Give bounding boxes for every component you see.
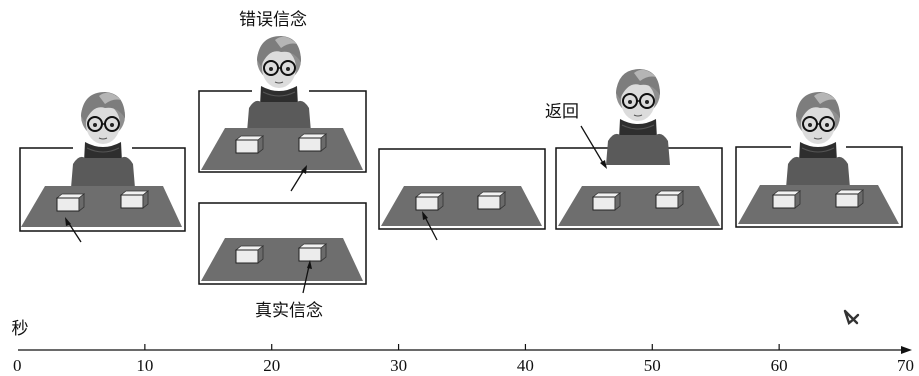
axis-tick-label: 30 (390, 356, 407, 375)
table (558, 186, 720, 226)
pointer-arrow-icon (65, 217, 82, 243)
person-icon (605, 68, 671, 166)
pointer-arrow-icon (580, 125, 607, 169)
scene-3-frame (378, 148, 546, 230)
pointer-arrow-icon (422, 211, 438, 241)
person-icon (70, 91, 136, 189)
scene-2-true-belief: 真实信念 (198, 202, 367, 321)
table (21, 186, 182, 227)
scene-5-frame (735, 146, 903, 228)
axis-tick-label: 10 (136, 356, 153, 375)
box-icon (655, 190, 684, 209)
scene-4-return: 返回 (545, 68, 723, 230)
box-icon (415, 192, 444, 211)
box-icon (835, 189, 864, 208)
axis-tick-label: 0 (13, 356, 22, 375)
pointer-arrow-icon (290, 165, 307, 192)
axis-unit-label: 秒 (12, 319, 29, 339)
axis-tick-label: 50 (644, 356, 661, 375)
table (738, 185, 899, 224)
table (201, 128, 363, 170)
false-belief-label: 错误信念 (239, 9, 307, 30)
table (201, 238, 363, 281)
scene-3 (378, 148, 546, 241)
eye-marker-icon (843, 309, 860, 325)
box-icon (56, 193, 85, 212)
axis-tick-label: 40 (517, 356, 534, 375)
scene-2-false-belief: 错误信念 (198, 9, 367, 192)
scene-1-frame (19, 147, 186, 232)
axis-arrow (901, 346, 912, 354)
box-icon (477, 191, 506, 210)
return-label: 返回 (545, 102, 579, 122)
axis-tick-label: 20 (263, 356, 280, 375)
axis-tick-label: 70 (897, 356, 914, 375)
box-icon (298, 133, 327, 152)
pointer-arrow-icon (302, 260, 312, 294)
timeline-axis: 秒 0 10 20 30 40 50 60 70 (12, 319, 915, 375)
true-belief-label: 真实信念 (255, 300, 323, 321)
box-icon (235, 245, 264, 264)
scene-1 (19, 91, 186, 243)
box-icon (235, 135, 264, 154)
scene-4-frame (555, 147, 723, 230)
scene-5 (735, 91, 903, 228)
person-icon (785, 91, 851, 189)
person-icon (246, 35, 312, 133)
box-icon (772, 190, 801, 209)
box-icon (120, 190, 149, 209)
table (381, 186, 542, 226)
box-icon (298, 243, 327, 262)
box-icon (592, 192, 621, 211)
scene-2b-frame (198, 202, 367, 285)
scene-2-frame (198, 90, 367, 173)
axis-tick-label: 60 (771, 356, 788, 375)
